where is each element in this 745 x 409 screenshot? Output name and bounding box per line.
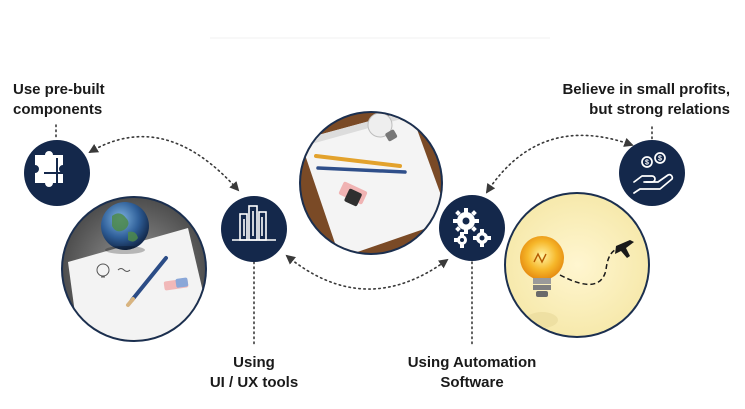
connector-lines [55,124,653,346]
city-buildings-icon [221,196,287,262]
label-automation-line1: Using Automation [407,354,537,371]
photo-lightbulb-plane [504,192,650,338]
label-prebuilt-line1: Use pre-built [13,81,105,98]
svg-text:$: $ [645,160,649,167]
label-prebuilt-line2: components [13,101,103,118]
label-prebuilt-components: Use pre-built components [13,80,105,120]
label-small-profits: Believe in small profits, but strong rel… [530,80,730,120]
photo-paper-pencils-bulb [299,111,443,255]
gears-icon [439,195,505,261]
photo-globe-sketch [61,196,207,342]
connector-gears-to-money [485,134,634,194]
label-profits-line1: Believe in small profits, [562,81,730,98]
svg-text:$: $ [658,156,662,163]
label-uiux-line1: Using [233,354,275,371]
label-automation-line2: Software [440,374,504,391]
label-automation-software: Using Automation Software [392,353,552,393]
label-profits-line2: but strong relations [589,101,730,118]
label-uiux-tools: Using UI / UX tools [184,353,324,393]
money-hand-icon: $ $ [619,140,685,206]
connector-uiux-to-gears [285,254,449,290]
label-uiux-line2: UI / UX tools [209,374,299,391]
connector-puzzle-to-uiux [88,135,240,192]
puzzle-icon [24,140,90,206]
